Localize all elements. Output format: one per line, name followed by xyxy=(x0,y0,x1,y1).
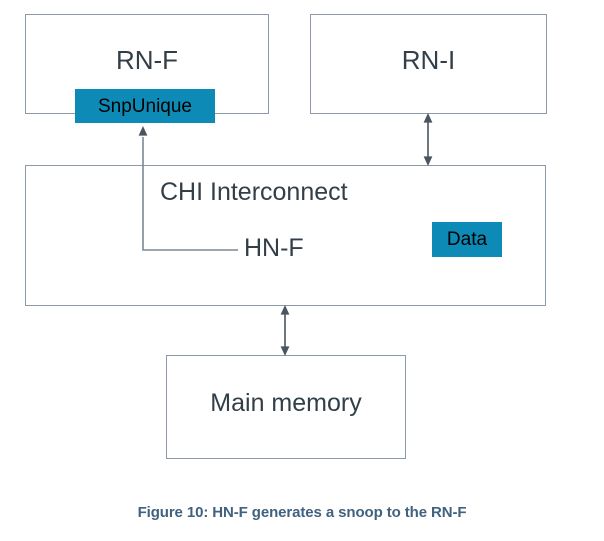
node-label-main-memory: Main memory xyxy=(210,389,362,417)
node-label-rn-f: RN-F xyxy=(115,45,179,75)
node-box-main-memory xyxy=(166,355,406,459)
message-badge-snpunique: SnpUnique xyxy=(75,89,215,123)
node-label-rn-i: RN-I xyxy=(401,45,456,75)
node-label-chi-interconnect: CHI Interconnect xyxy=(160,178,348,206)
message-badge-data: Data xyxy=(432,222,502,257)
node-box-rn-i xyxy=(310,14,547,114)
node-label-hn-f: HN-F xyxy=(244,234,304,262)
connector-rni-to-chi xyxy=(423,113,433,166)
connector-chi-to-memory xyxy=(280,305,290,356)
figure-caption: Figure 10: HN-F generates a snoop to the… xyxy=(137,504,467,521)
